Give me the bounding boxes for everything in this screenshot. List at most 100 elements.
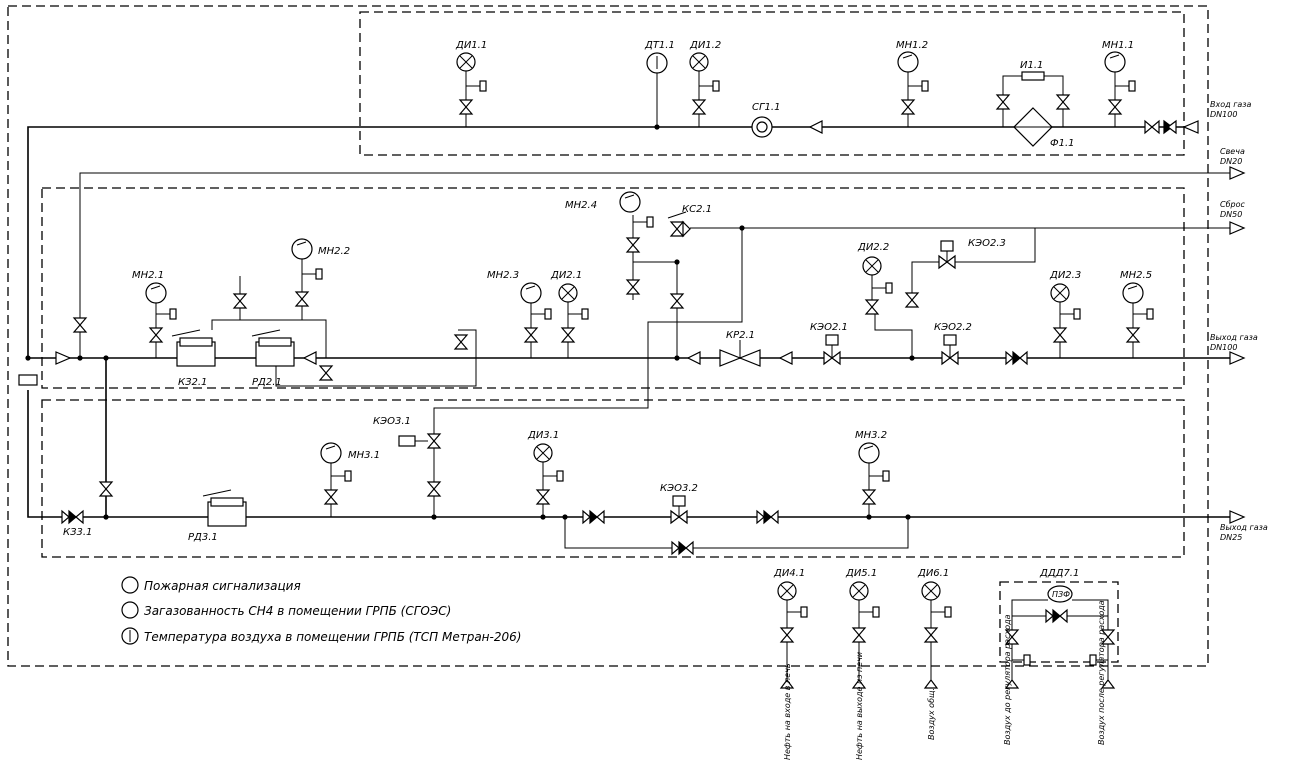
filter-assembly-f11: И1.1 Ф1.1 xyxy=(995,60,1075,149)
label-oil-in: Нефть на входе в печь xyxy=(783,663,792,760)
label-oil-out: Нефть на выходе из печи xyxy=(855,652,864,760)
manometer-mn11: МН1.1 xyxy=(1102,40,1136,127)
gauge-di12: ДИ1.2 xyxy=(689,40,721,127)
label-mn23: МН2.3 xyxy=(487,270,519,281)
relief-valve-ks21: КС2.1 xyxy=(667,204,712,309)
label-ddd71: ДДД7.1 xyxy=(1039,568,1079,579)
manometer-mn25: МН2.5 xyxy=(1120,270,1154,358)
label-fr: ПЗФ xyxy=(1052,590,1070,599)
manometer-mn21: МН2.1 xyxy=(132,270,177,358)
solenoid-kez31: КЭО3.1 xyxy=(373,416,442,517)
shutoff-kz21: КЗ2.1 xyxy=(171,329,216,388)
legend-fire: Пожарная сигнализация xyxy=(144,579,301,593)
impulse-line-4 xyxy=(874,310,913,358)
manometer-mn31: МН3.1 xyxy=(320,442,380,517)
impulse-line-1 xyxy=(433,228,743,420)
reserve-pipe xyxy=(27,390,1230,518)
label-di11: ДИ1.1 xyxy=(455,40,487,51)
label-f11: Ф1.1 xyxy=(1050,138,1075,149)
label-rd21: РД2.1 xyxy=(252,377,282,388)
gauge-di41: ДИ4.1 Нефть на входе в печь xyxy=(773,568,808,760)
inlet-valve xyxy=(1144,119,1177,135)
label-candle-dn: DN20 xyxy=(1220,157,1242,166)
legend-temp: Температура воздуха в помещении ГРПБ (ТС… xyxy=(144,630,521,644)
label-di23: ДИ2.3 xyxy=(1049,270,1081,281)
manometer-mn24: МН2.4 xyxy=(565,191,654,295)
label-mn32: МН3.2 xyxy=(855,430,887,441)
label-mn25: МН2.5 xyxy=(1120,270,1152,281)
connection-gas-in: Вход газа DN100 xyxy=(1182,100,1252,134)
solenoid-kez32: КЭО3.2 xyxy=(660,483,698,525)
label-kz21: КЗ2.1 xyxy=(178,377,207,388)
label-mn11: МН1.1 xyxy=(1102,40,1134,51)
label-di21: ДИ2.1 xyxy=(550,270,582,281)
outer-boundary xyxy=(7,5,1209,667)
label-rd31: РД3.1 xyxy=(188,532,218,543)
regulator-valve-kr21: КР2.1 xyxy=(686,330,793,367)
label-mn12: МН1.2 xyxy=(896,40,928,51)
regulator-rd21: РД2.1 xyxy=(251,329,317,388)
manometer-mn22: МН2.2 xyxy=(291,238,350,320)
inlet-section-frame xyxy=(359,11,1185,156)
label-di31: ДИ3.1 xyxy=(527,430,559,441)
gauge-di21: ДИ2.1 xyxy=(550,270,589,358)
gauge-di51: ДИ5.1 Нефть на выходе из печи xyxy=(845,568,880,760)
valve-top-21 xyxy=(232,276,248,320)
label-discharge: Сброс xyxy=(1220,200,1245,209)
regulator-rd31: РД3.1 xyxy=(188,489,247,543)
relief-branch xyxy=(632,261,678,358)
inlet-pipe xyxy=(27,126,1198,358)
label-mn24: МН2.4 xyxy=(565,200,597,211)
label-air-after: Воздух после регулятора расхода xyxy=(1097,600,1106,745)
label-mn31: МН3.1 xyxy=(348,450,380,461)
label-kr21: КР2.1 xyxy=(726,330,755,341)
main-line-frame xyxy=(41,187,1185,389)
label-discharge-dn: DN50 xyxy=(1220,210,1242,219)
reserve-bypass xyxy=(564,517,909,549)
label-ks21: КС2.1 xyxy=(682,204,712,215)
solenoid-kez21: КЭО2.1 xyxy=(810,322,848,366)
label-gas-out2-dn: DN25 xyxy=(1220,533,1242,542)
label-gas-out-dn: DN100 xyxy=(1210,343,1237,352)
fire-alarm-icon xyxy=(121,576,139,594)
label-gas-out: Выход газа xyxy=(1210,333,1258,342)
label-kez31: КЭО3.1 xyxy=(373,416,411,427)
label-di41: ДИ4.1 xyxy=(773,568,805,579)
gauge-di61: ДИ6.1 Воздух общ. xyxy=(917,568,952,740)
main-inlet-arrow xyxy=(18,351,72,386)
gas-meter-sg11: СГ1.1 xyxy=(751,102,823,138)
label-kez32: КЭО3.2 xyxy=(660,483,698,494)
label-mn21: МН2.1 xyxy=(132,270,164,281)
connection-gas-out2: Выход газа DN25 xyxy=(1220,510,1268,542)
label-di22: ДИ2.2 xyxy=(857,242,889,253)
valve-main-21 xyxy=(453,334,469,350)
label-gas-in-dn: DN100 xyxy=(1210,110,1237,119)
label-gas-out2: Выход газа xyxy=(1220,523,1268,532)
manometer-mn12: МН1.2 xyxy=(896,40,929,127)
solenoid-kez22: КЭО2.2 xyxy=(909,322,972,366)
legend-ch4: Загазованность СН4 в помещении ГРПБ (СГО… xyxy=(144,604,451,618)
candle-pipe xyxy=(79,172,1230,358)
label-sg11: СГ1.1 xyxy=(752,102,780,113)
legend: Пожарная сигнализация Загазованность СН4… xyxy=(121,576,521,645)
diff-gauge-ddd71: ПЗФ ДДД7.1 Воздух до регулятора расхода … xyxy=(999,568,1119,745)
impulse-line-2 xyxy=(211,319,327,358)
label-kez22: КЭО2.2 xyxy=(934,322,972,333)
label-di51: ДИ5.1 xyxy=(845,568,877,579)
gauge-di31: ДИ3.1 xyxy=(527,430,564,517)
gauge-di11: ДИ1.1 xyxy=(455,40,487,127)
manometer-mn32: МН3.2 xyxy=(855,430,890,517)
label-i11: И1.1 xyxy=(1020,60,1043,71)
label-kez23: КЭО2.3 xyxy=(968,238,1006,249)
connection-gas-out: Выход газа DN100 xyxy=(1210,333,1258,365)
reserve-valves xyxy=(582,509,779,556)
connection-discharge: Сброс DN50 xyxy=(1220,200,1246,235)
gauge-di22: ДИ2.2 xyxy=(857,242,893,315)
gauge-di23: ДИ2.3 xyxy=(1049,270,1081,358)
outlet-valve-main xyxy=(1005,350,1028,366)
shutoff-kz31: КЗ3.1 xyxy=(61,481,114,538)
label-air-before: Воздух до регулятора расхода xyxy=(1003,614,1012,745)
label-candle: Свеча xyxy=(1220,147,1245,156)
gas-detector-icon xyxy=(121,601,139,619)
